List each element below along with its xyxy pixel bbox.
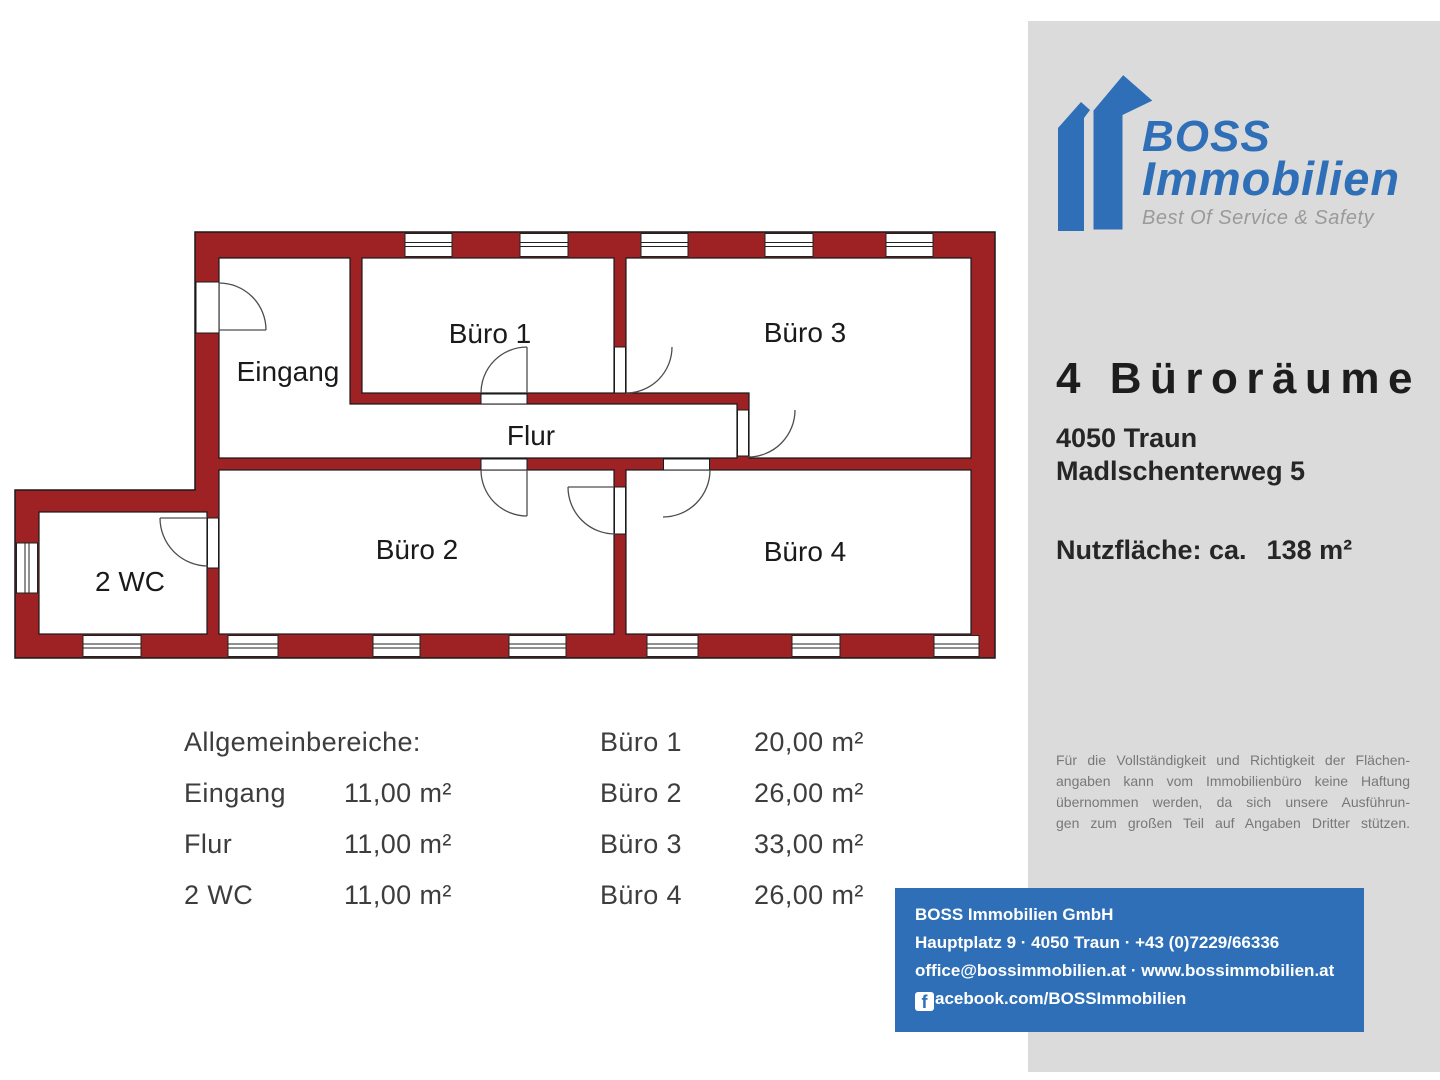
room-buero4-floor [625,469,972,635]
area-label: 2 WC [184,880,254,910]
area-value: 26,00 m² [754,880,864,910]
area-value: 20,00 m² [754,727,864,757]
logo-big-arrow [1090,70,1158,233]
area-label: Flur [184,829,233,859]
table-row: Büro 4 26,00 m² [600,870,954,921]
boss-logo-arrows-icon [1058,70,1158,233]
area-value: 11,00 m² [344,778,452,808]
room-wc-floor [38,511,208,635]
logo-slogan: Best Of Service & Safety [1142,207,1375,229]
area-label: Büro 4 [600,880,682,910]
contact-bar: BOSS Immobilien GmbH Hauptplatz 9 · 4050… [895,888,1364,1032]
page-title: 4 Büroräume [1056,354,1421,403]
room-buero2-floor [218,469,615,635]
boss-logo-text: BOSS Immobilien Best Of Service & Safety [1142,112,1401,229]
table-row: Büro 3 33,00 m² [600,819,954,870]
logo-brand-line2: Immobilien [1142,152,1401,205]
room-label-flur: Flur [507,420,555,451]
windows-top [404,233,934,257]
door-buero3-leaf [614,346,626,394]
address-line2: Madlschenterweg 5 [1056,456,1306,486]
table-row: Flur 11,00 m² [184,819,544,870]
area-label: Eingang [184,778,286,808]
facebook-handle: acebook.com/BOSSImmobilien [935,989,1187,1008]
contact-email-web: office@bossimmobilien.at · www.bossimmob… [915,961,1335,980]
door-divider-leaf [614,486,626,535]
disclaimer-line: angaben kann vom Immobilienbüro keine Ha… [1056,773,1410,789]
area-label: Büro 3 [600,829,682,859]
room-label-buero3: Büro 3 [764,317,847,348]
contact-facebook-line: f acebook.com/BOSSImmobilien [915,985,1334,1013]
table-row: Eingang 11,00 m² [184,768,544,819]
door-swing-arcs [159,282,796,567]
room-label-wc: 2 WC [95,566,165,597]
disclaimer-line: übernommen werden, da sich unsere Ausfüh… [1056,794,1410,810]
area-value: 33,00 m² [754,829,864,859]
room-buero1-floor [361,257,615,394]
property-address: 4050 Traun Madlschenterweg 5 [1056,422,1305,488]
door-buero2-opening [480,458,528,471]
usable-area-label: Nutzfläche: ca. [1056,535,1247,565]
table-row: 2 WC 11,00 m² [184,870,544,921]
contact-address-phone: Hauptplatz 9 · 4050 Traun · +43 (0)7229/… [915,933,1280,952]
floor-plan: Eingang Büro 1 Büro 3 Flur Büro 2 Büro 4… [14,231,996,659]
table-row: Büro 2 26,00 m² [600,768,954,819]
area-value: 11,00 m² [344,880,452,910]
door-entrance-opening [195,281,220,334]
door-wc-leaf [207,517,219,569]
room-label-buero2: Büro 2 [376,534,459,565]
door-buero4-leaf [663,458,710,471]
usable-area-line: Nutzfläche: ca. 138 m² [1056,535,1352,566]
logo-small-arrow [1058,102,1090,231]
usable-area-value: 138 m² [1266,535,1353,565]
disclaimer-line: gen zum großen Teil auf Angaben Dritter … [1056,815,1410,831]
door-buero1-opening [480,393,528,405]
disclaimer-line: Für die Vollständigkeit und Richtigkeit … [1056,752,1410,768]
windows-bottom [82,635,980,657]
area-value: 26,00 m² [754,778,864,808]
room-label-eingang: Eingang [237,356,340,387]
general-areas-header: Allgemeinbereiche: [184,727,421,757]
logo-brand-line1: BOSS [1142,112,1271,161]
door-flur-end-leaf [737,409,749,457]
table-row: Allgemeinbereiche: [184,717,544,768]
area-table-offices: Büro 1 20,00 m² Büro 2 26,00 m² Büro 3 3… [600,717,954,921]
table-row: Büro 1 20,00 m² [600,717,954,768]
address-line1: 4050 Traun [1056,423,1198,453]
facebook-icon-letter: f [921,992,928,1011]
room-label-buero4: Büro 4 [764,536,847,567]
area-label: Büro 2 [600,778,682,808]
area-table-general: Allgemeinbereiche: Eingang 11,00 m² Flur… [184,717,544,921]
room-eingang-flur-floor [218,257,738,459]
room-label-buero1: Büro 1 [449,318,532,349]
contact-company: BOSS Immobilien GmbH [915,905,1114,924]
window-wc-left [16,542,38,594]
area-label: Büro 1 [600,727,682,757]
area-value: 11,00 m² [344,829,452,859]
disclaimer-text: Für die Vollständigkeit und Richtigkeit … [1056,750,1410,834]
facebook-icon: f [915,992,934,1011]
